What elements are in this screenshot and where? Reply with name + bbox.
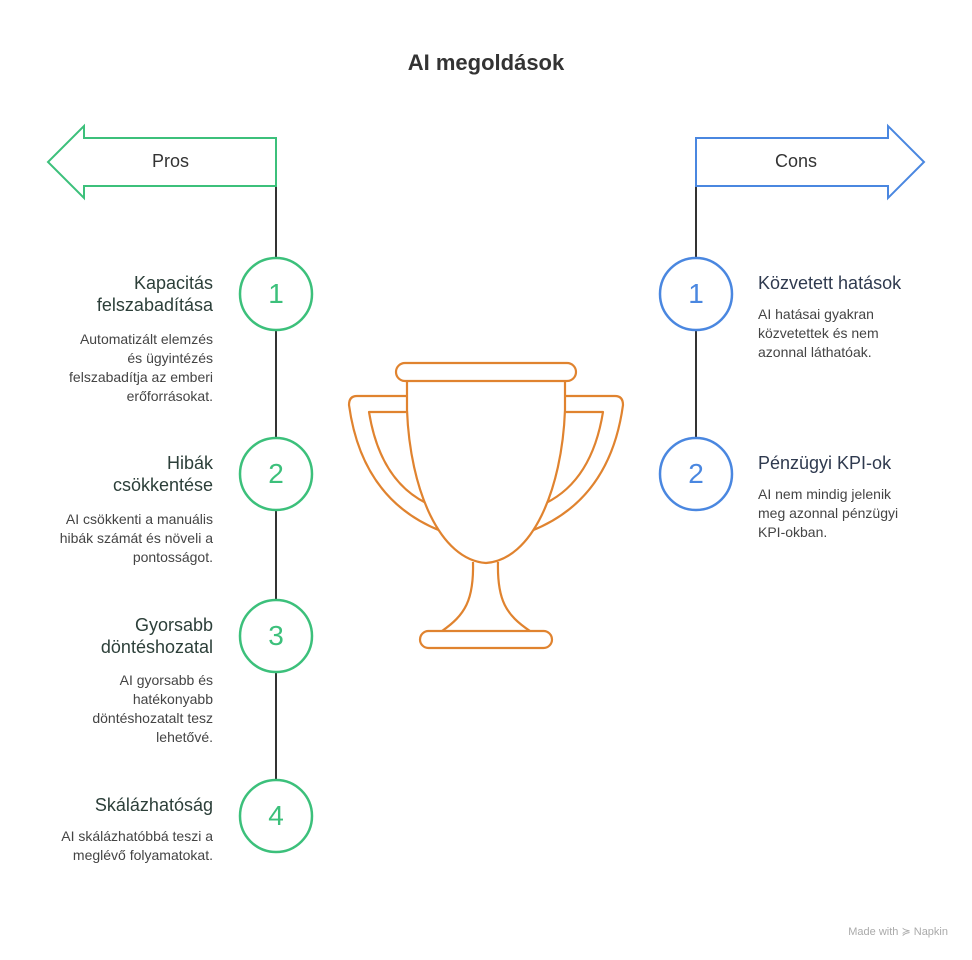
- pros-description-1: Automatizált elemzés és ügyintézés felsz…: [69, 331, 213, 404]
- made-with-text: Made with: [848, 926, 899, 938]
- cons-circle-2: [658, 436, 734, 512]
- trophy-icon: [347, 361, 625, 650]
- cons-heading-1: Közvetett hatások: [758, 273, 902, 293]
- pros-heading-4: Skálázhatóság: [94, 795, 213, 815]
- pros-circle-1: [238, 256, 314, 332]
- pros-description-2: AI csökkenti a manuális hibák számát és …: [59, 511, 213, 565]
- pros-number-2: 2: [268, 458, 284, 489]
- pros-circle-2: [238, 436, 314, 512]
- pros-number-4: 4: [268, 800, 284, 831]
- pros-heading-3: Gyorsabb döntéshozatal: [100, 615, 213, 657]
- pros-description-4: AI skálázhatóbbá teszi a meglévő folyama…: [61, 828, 213, 863]
- cons-circle-1: [658, 256, 734, 332]
- cons-description-1: AI hatásai gyakran közvetettek és nem az…: [758, 306, 879, 360]
- pros-number-3: 3: [268, 620, 284, 651]
- page-title: AI megoldások: [407, 50, 565, 75]
- cons-description-2: AI nem mindig jelenik meg azonnal pénzüg…: [758, 486, 899, 540]
- pros-circle-4: [238, 778, 314, 854]
- brand-text: Napkin: [913, 926, 948, 938]
- pros-number-1: 1: [268, 278, 284, 309]
- pros-description-3: AI gyorsabb és hatékonyabb döntéshozatal…: [92, 672, 213, 745]
- cons-label: Cons: [775, 151, 818, 171]
- cons-arrow: [695, 123, 926, 201]
- cons-number-2: 2: [688, 458, 704, 489]
- pros-label: Pros: [152, 151, 190, 171]
- footer-credit: Made with ≽ Napkin: [848, 925, 948, 938]
- napkin-logo-icon: ≽: [901, 926, 911, 938]
- pros-arrow: [46, 123, 277, 201]
- cons-number-1: 1: [688, 278, 704, 309]
- pros-circle-3: [238, 598, 314, 674]
- pros-heading-1: Kapacitás felszabadítása: [96, 273, 213, 315]
- cons-heading-2: Pénzügyi KPI-ok: [758, 453, 892, 473]
- pros-heading-2: Hibák csökkentése: [112, 453, 213, 495]
